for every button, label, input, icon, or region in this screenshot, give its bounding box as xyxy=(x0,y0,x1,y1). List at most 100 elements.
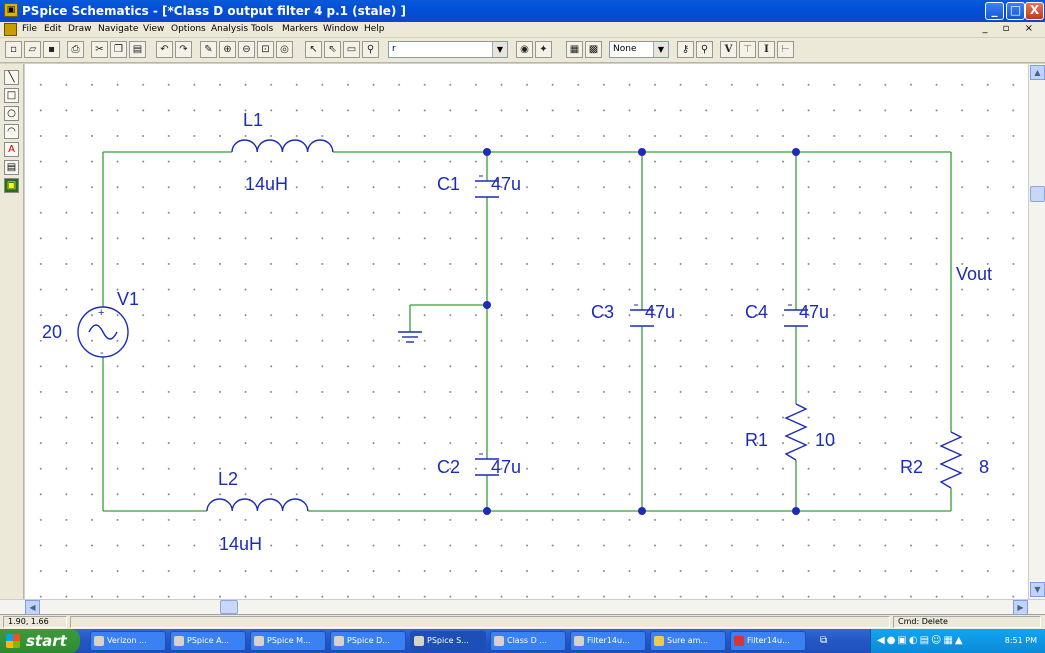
taskbar-button-active[interactable]: PSpice S... xyxy=(410,631,486,651)
menu-options[interactable]: Options xyxy=(171,24,206,34)
circle-icon[interactable]: ○ xyxy=(4,106,19,121)
paste-icon[interactable]: ▤ xyxy=(129,41,146,58)
vertical-scroll-thumb[interactable] xyxy=(1030,186,1045,202)
start-button[interactable]: start xyxy=(0,629,80,653)
vout-net-label[interactable]: Vout xyxy=(956,264,993,284)
c3-value-label[interactable]: 47u xyxy=(645,302,676,322)
l2-ref-label[interactable]: L2 xyxy=(218,469,239,489)
draw-bus-icon[interactable]: ⇖ xyxy=(324,41,341,58)
c1-value-label[interactable]: 47u xyxy=(491,174,522,194)
marker-combo[interactable]: None ▼ xyxy=(609,41,669,58)
zoom-area-icon[interactable]: ⊡ xyxy=(257,41,274,58)
text-icon[interactable]: A xyxy=(4,142,19,157)
l1-value-label[interactable]: 14uH xyxy=(245,174,289,194)
zoom-out-icon[interactable]: ⊖ xyxy=(238,41,255,58)
open-icon[interactable]: ▱ xyxy=(24,41,41,58)
copy-icon[interactable]: ❐ xyxy=(110,41,127,58)
c3-ref-label[interactable]: C3 xyxy=(591,302,615,322)
draw-wire-icon[interactable]: ↖ xyxy=(305,41,322,58)
c4-ref-label[interactable]: C4 xyxy=(745,302,769,322)
l1-ref-label[interactable]: L1 xyxy=(243,110,264,130)
c1-ref-label[interactable]: C1 xyxy=(437,174,461,194)
inductor-l2-symbol[interactable] xyxy=(206,498,309,512)
inductor-l1-symbol[interactable] xyxy=(231,139,334,153)
v1-ref-label[interactable]: V1 xyxy=(117,289,140,309)
system-clock[interactable]: 8:51 PM xyxy=(1004,636,1037,645)
differential-marker-icon[interactable]: ⊤ xyxy=(739,41,756,58)
taskbar-button[interactable]: Sure am... xyxy=(650,631,726,651)
chevron-down-icon[interactable]: ▼ xyxy=(492,42,507,57)
taskbar-button[interactable]: Verizon ... xyxy=(90,631,166,651)
r1-value-label[interactable]: 10 xyxy=(815,430,836,450)
setup-analysis-icon[interactable]: ▦ xyxy=(566,41,583,58)
edit-symbol-icon[interactable]: ✦ xyxy=(535,41,552,58)
taskbar-button[interactable]: PSpice D... xyxy=(330,631,406,651)
menu-navigate[interactable]: Navigate xyxy=(98,24,139,34)
get-part-icon[interactable]: ⚲ xyxy=(362,41,379,58)
scroll-right-icon[interactable]: ▶ xyxy=(1013,600,1028,615)
chevron-down-icon[interactable]: ▼ xyxy=(653,42,668,57)
horizontal-scrollbar[interactable]: ◀ ▶ xyxy=(0,599,1045,615)
close-button[interactable]: X xyxy=(1025,2,1044,20)
menu-draw[interactable]: Draw xyxy=(68,24,92,34)
r2-ref-label[interactable]: R2 xyxy=(900,457,924,477)
resistor-r1-symbol[interactable] xyxy=(784,403,808,461)
document-icon[interactable] xyxy=(4,23,17,36)
zoom-fit-icon[interactable]: ◎ xyxy=(276,41,293,58)
redo-icon[interactable]: ↷ xyxy=(175,41,192,58)
c2-value-label[interactable]: 47u xyxy=(491,457,522,477)
menu-analysis[interactable]: Analysis xyxy=(211,24,249,34)
menu-file[interactable]: File xyxy=(22,24,38,34)
image-icon[interactable]: ▣ xyxy=(4,178,19,193)
undo-icon[interactable]: ↶ xyxy=(156,41,173,58)
enable-bias-icon[interactable]: ⚷ xyxy=(677,41,694,58)
scroll-up-icon[interactable]: ▲ xyxy=(1030,65,1045,80)
cut-icon[interactable]: ✂ xyxy=(91,41,108,58)
vertical-scrollbar[interactable]: ▲ ▼ xyxy=(1028,64,1045,599)
c2-ref-label[interactable]: C2 xyxy=(437,457,461,477)
power-marker-icon[interactable]: ⊢ xyxy=(777,41,794,58)
menu-tools[interactable]: Tools xyxy=(251,24,274,34)
taskbar-button[interactable]: Filter14u... xyxy=(570,631,646,651)
horizontal-scroll-thumb[interactable] xyxy=(220,600,238,614)
scroll-left-icon[interactable]: ◀ xyxy=(25,600,40,615)
edit-attributes-icon[interactable]: ◉ xyxy=(516,41,533,58)
menu-markers[interactable]: Markers xyxy=(282,24,318,34)
line-icon[interactable]: ╲ xyxy=(4,70,19,85)
minimize-button[interactable]: _ xyxy=(985,2,1004,20)
rectangle-icon[interactable]: □ xyxy=(4,88,19,103)
redraw-icon[interactable]: ✎ xyxy=(200,41,217,58)
pspice-app-icon[interactable]: ▣ xyxy=(4,3,18,17)
r2-value-label[interactable]: 8 xyxy=(979,457,990,477)
arc-icon[interactable]: ◠ xyxy=(4,124,19,139)
menu-edit[interactable]: Edit xyxy=(44,24,62,34)
print-icon[interactable]: ⎙ xyxy=(67,41,84,58)
taskbar-group-icon[interactable]: ⧉ xyxy=(820,635,828,646)
schematic-canvas[interactable]: + - L1 14uH L2 14uH V1 20 C1 47u C2 47u … xyxy=(25,64,1028,599)
c4-value-label[interactable]: 47u xyxy=(799,302,830,322)
resistor-r2-symbol[interactable] xyxy=(939,431,963,489)
taskbar-button[interactable]: PSpice M... xyxy=(250,631,326,651)
current-marker-icon[interactable]: I xyxy=(758,41,775,58)
save-icon[interactable]: ▪ xyxy=(43,41,60,58)
menu-help[interactable]: Help xyxy=(364,24,385,34)
r1-ref-label[interactable]: R1 xyxy=(745,430,769,450)
v1-value-label[interactable]: 20 xyxy=(42,322,63,342)
zoom-in-icon[interactable]: ⊕ xyxy=(219,41,236,58)
probe-icon[interactable]: ⚲ xyxy=(696,41,713,58)
l2-value-label[interactable]: 14uH xyxy=(219,534,263,554)
maximize-button[interactable]: □ xyxy=(1006,2,1025,20)
menu-window[interactable]: Window xyxy=(323,24,359,34)
simulate-icon[interactable]: ▩ xyxy=(585,41,602,58)
menu-view[interactable]: View xyxy=(143,24,165,34)
voltage-marker-icon[interactable]: V xyxy=(720,41,737,58)
draw-block-icon[interactable]: ▭ xyxy=(343,41,360,58)
part-name-combo[interactable]: r ▼ xyxy=(388,41,508,58)
scroll-down-icon[interactable]: ▼ xyxy=(1030,582,1045,597)
new-icon[interactable]: ▫ xyxy=(5,41,22,58)
taskbar-button[interactable]: Class D ... xyxy=(490,631,566,651)
taskbar-button[interactable]: PSpice A... xyxy=(170,631,246,651)
voltage-source-v1-symbol[interactable] xyxy=(77,306,129,358)
textbox-icon[interactable]: ▤ xyxy=(4,160,19,175)
mdi-controls[interactable]: _ ▫ × xyxy=(982,23,1039,34)
